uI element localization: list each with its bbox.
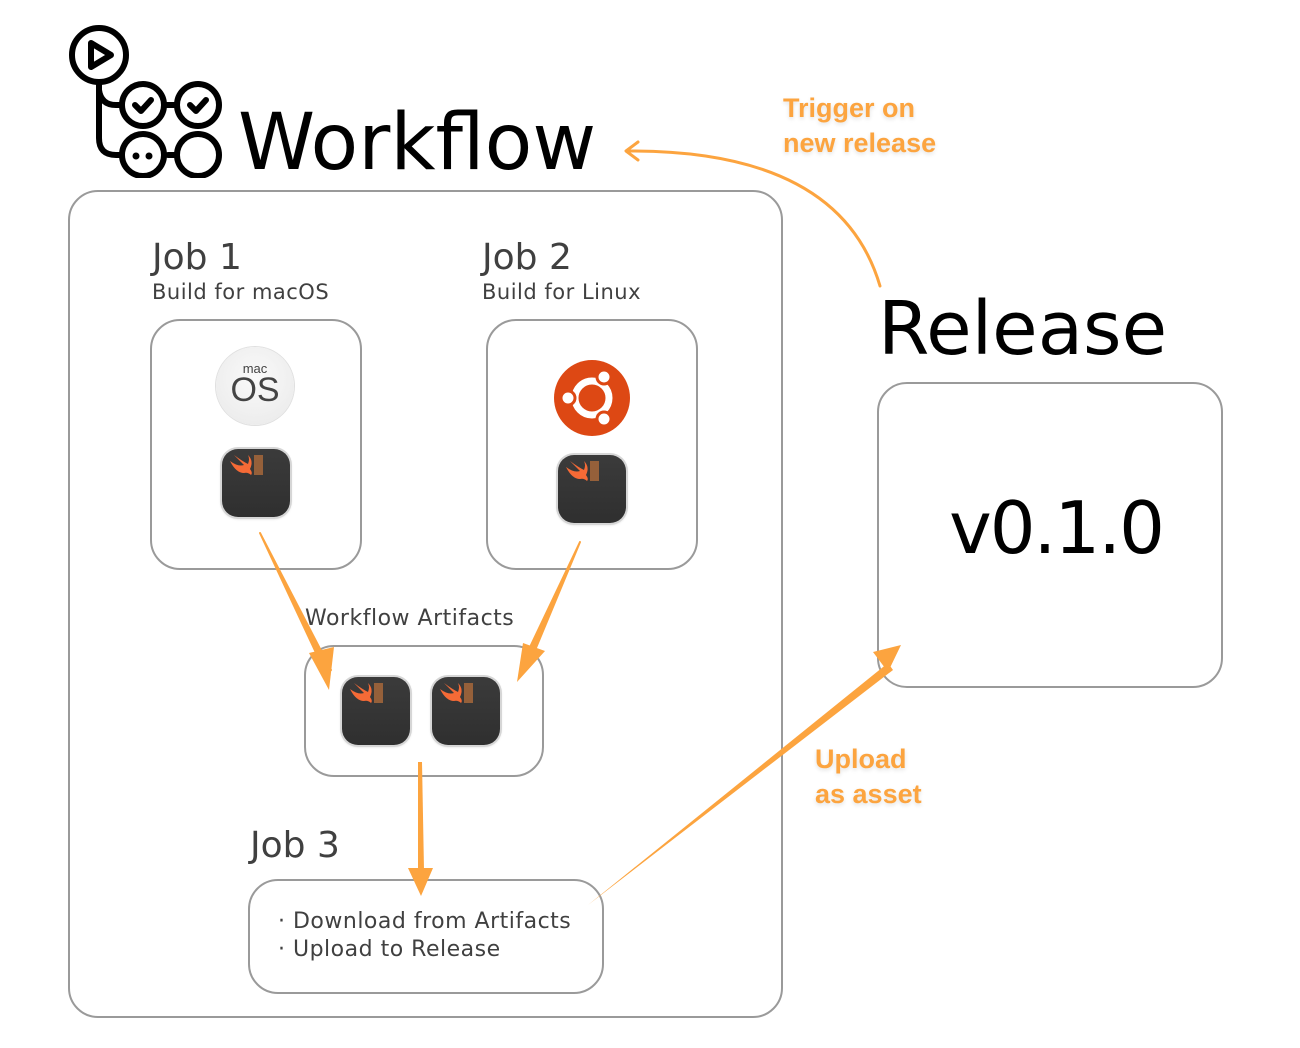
job2-box bbox=[486, 319, 698, 570]
upload-note: Upload as asset bbox=[815, 742, 922, 812]
release-version: v0.1.0 bbox=[949, 486, 1165, 570]
artifact-item bbox=[342, 677, 410, 745]
job1-title: Job 1 bbox=[152, 237, 242, 278]
ubuntu-icon bbox=[554, 360, 630, 436]
artifacts-box bbox=[304, 645, 544, 777]
github-actions-icon bbox=[64, 18, 224, 179]
workflow-title: Workflow bbox=[238, 98, 597, 188]
swift-package-icon bbox=[222, 449, 290, 517]
release-title: Release bbox=[878, 286, 1168, 372]
trigger-arrow-head bbox=[624, 140, 640, 162]
job1-subtitle: Build for macOS bbox=[152, 280, 330, 304]
macos-icon-text-small: mac bbox=[242, 361, 268, 376]
workflow-container bbox=[68, 190, 783, 1018]
trigger-note-line: new release bbox=[783, 128, 937, 158]
job3-step: · Upload to Release bbox=[278, 937, 501, 962]
trigger-note-line: Trigger on bbox=[783, 93, 916, 123]
macos-icon: mac OS bbox=[216, 347, 294, 425]
artifact-item bbox=[432, 677, 500, 745]
trigger-note: Trigger on new release bbox=[783, 91, 936, 161]
upload-note-line: Upload bbox=[815, 744, 907, 774]
job2-subtitle: Build for Linux bbox=[482, 280, 642, 304]
job3-step: · Download from Artifacts bbox=[278, 909, 572, 934]
job3-title: Job 3 bbox=[250, 825, 340, 866]
swift-package-icon bbox=[558, 455, 626, 523]
release-box bbox=[877, 382, 1223, 688]
artifacts-label: Workflow Artifacts bbox=[305, 606, 515, 631]
job1-box bbox=[150, 319, 362, 570]
macos-icon-text-large: OS bbox=[230, 371, 280, 409]
upload-note-line: as asset bbox=[815, 779, 922, 809]
job2-title: Job 2 bbox=[482, 237, 572, 278]
